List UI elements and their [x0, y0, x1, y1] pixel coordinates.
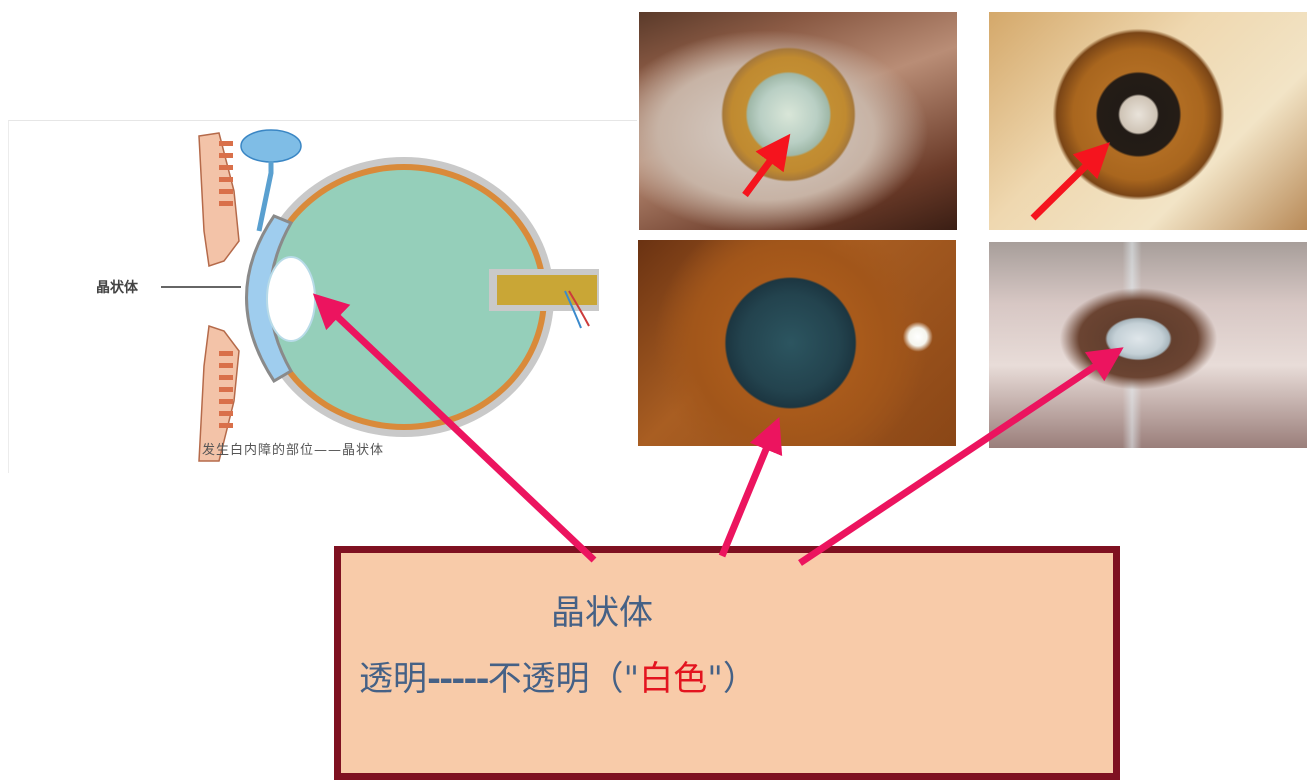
diagram-caption: 发生白内障的部位——晶状体: [202, 443, 385, 458]
punctate-cataract-photo: [638, 240, 956, 446]
arrow-to-photo3-icon: [718, 417, 783, 558]
nuclear-cataract-photo: [989, 12, 1307, 230]
transparency-statement: 透明-----不透明（"白色"）: [359, 651, 757, 700]
transparent-text: 透明: [359, 659, 427, 699]
eye-cross-section-illustration: [161, 129, 599, 462]
box-title: 晶状体: [551, 593, 653, 633]
closing-text: "）: [707, 659, 757, 699]
opaque-text: 不透明（": [487, 659, 640, 699]
dash-separator: -----: [427, 659, 490, 699]
white-color-text: 白色: [639, 659, 708, 699]
cortical-cataract-photo: [639, 12, 957, 230]
lens-transparency-box: 晶状体 透明-----不透明（"白色"）: [334, 546, 1120, 780]
mature-white-cataract-photo: [989, 242, 1307, 448]
eye-anatomy-diagram: 晶状体 发生白内障的部位——晶状体: [8, 120, 637, 473]
lens-label: 晶状体: [96, 280, 138, 296]
